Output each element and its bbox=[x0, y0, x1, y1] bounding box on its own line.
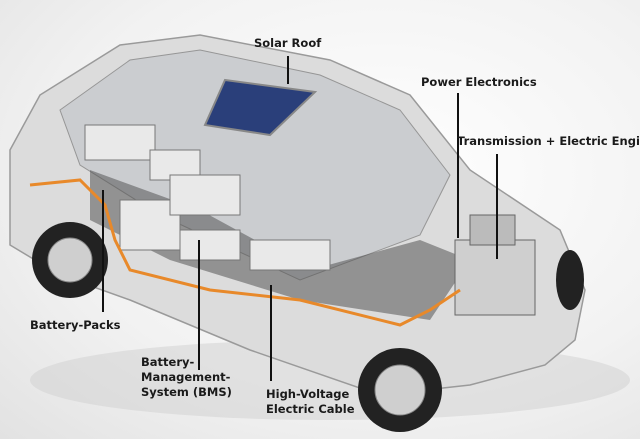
label-bms-line1: Battery- bbox=[141, 355, 195, 369]
label-hv-cable-line1: High-Voltage bbox=[266, 387, 350, 401]
label-hv-cable-line2: Electric Cable bbox=[266, 402, 355, 416]
label-battery-packs: Battery-Packs bbox=[30, 318, 121, 332]
label-bms: Battery- Management- System (BMS) bbox=[141, 355, 232, 400]
power-electronics-unit bbox=[469, 214, 516, 246]
front-right-wheel bbox=[556, 250, 584, 310]
electric-engine bbox=[454, 239, 536, 316]
battery-pack bbox=[84, 124, 156, 161]
high-voltage-cable bbox=[29, 178, 461, 327]
bms-leader bbox=[198, 240, 200, 370]
solar-panel bbox=[203, 78, 318, 137]
label-power-electronics: Power Electronics bbox=[421, 75, 537, 89]
battery-pack bbox=[179, 229, 241, 261]
battery-pack bbox=[169, 174, 241, 216]
battery-packs-group bbox=[84, 124, 331, 271]
rear-wheel bbox=[32, 222, 108, 298]
label-transmission: Transmission + Electric Engine bbox=[457, 134, 640, 148]
power-electronics-leader bbox=[457, 93, 459, 238]
front-wheel bbox=[358, 348, 442, 432]
battery-pack bbox=[249, 239, 331, 271]
battery-packs-leader bbox=[102, 190, 104, 312]
label-bms-line3: System (BMS) bbox=[141, 385, 232, 399]
label-bms-line2: Management- bbox=[141, 370, 231, 384]
transmission-leader bbox=[496, 154, 498, 259]
label-hv-cable: High-Voltage Electric Cable bbox=[266, 387, 355, 417]
solar-roof-leader bbox=[287, 56, 289, 84]
label-solar-roof: Solar Roof bbox=[254, 36, 322, 50]
cable-leader bbox=[270, 285, 272, 381]
